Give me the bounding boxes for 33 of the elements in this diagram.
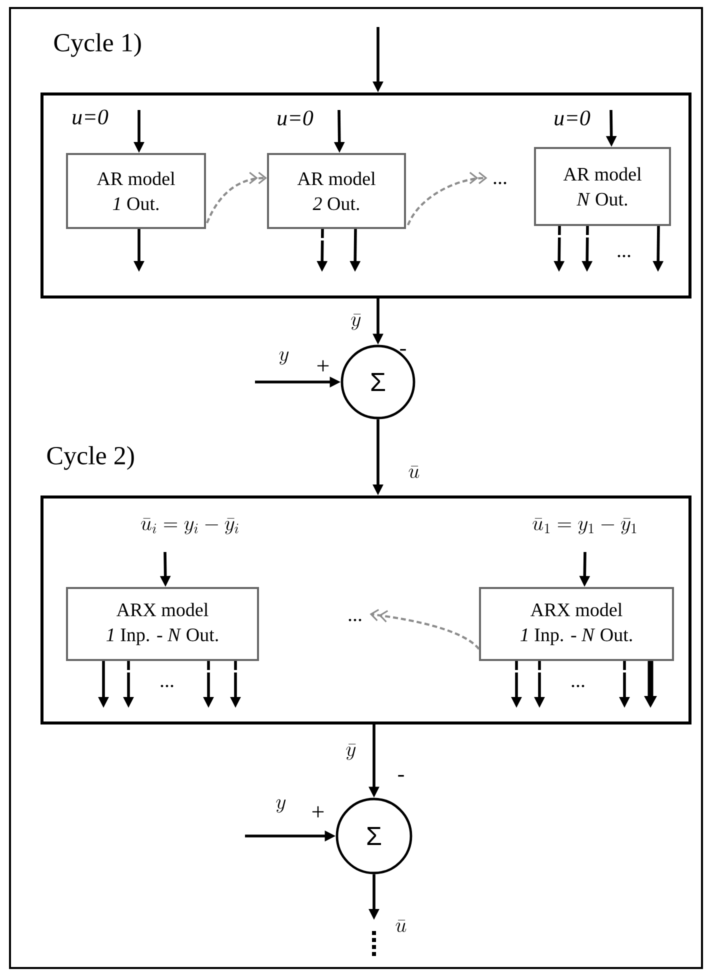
arrow: [407, 172, 488, 226]
edge-label: u=0: [552, 110, 592, 126]
edge-label: $\bar{y}$: [350, 313, 362, 331]
cycle-label: Cycle 1): [54, 33, 141, 57]
arrow: [370, 608, 480, 650]
edge-label: $\bar{y}$: [344, 743, 358, 761]
edge-label: $\bar{u}_i = y_i - \bar{y}_i$: [139, 516, 241, 536]
edge-label: $y$: [278, 350, 290, 366]
cycle-box: [40, 92, 692, 298]
sum-junction: Σ: [336, 798, 412, 874]
cycle-label: Cycle 2): [47, 446, 134, 470]
model-box: AR model N Out.: [534, 147, 671, 226]
ellipsis: ...: [618, 254, 630, 258]
sign-label: +: [312, 806, 324, 818]
cycle-box: [40, 496, 692, 724]
edge-label: u=0: [276, 110, 314, 126]
ellipsis: ...: [494, 182, 506, 184]
model-box: AR model 2 Out.: [267, 153, 406, 229]
ellipsis: ...: [348, 618, 362, 622]
edge-label: $y$: [274, 798, 288, 814]
ellipsis: ...: [572, 684, 584, 688]
model-box: ARX model 1 Inp. - N Out.: [66, 587, 259, 661]
edge-label: $\bar{u}$: [407, 465, 421, 479]
edge-label: $\bar{u}_1 = y_1 - \bar{y}_1$: [531, 516, 639, 536]
model-box: ARX model 1 Inp. - N Out.: [479, 587, 674, 661]
sign-label: -: [398, 775, 404, 777]
arrow: [206, 172, 267, 224]
sign-label: -: [400, 349, 406, 351]
ellipsis: ...: [160, 684, 174, 688]
model-box: AR model 1 Out.: [66, 153, 206, 229]
edge-label: $\bar{u}$: [394, 919, 408, 933]
sign-label: +: [317, 360, 329, 372]
edge-label: u=0: [70, 108, 110, 126]
